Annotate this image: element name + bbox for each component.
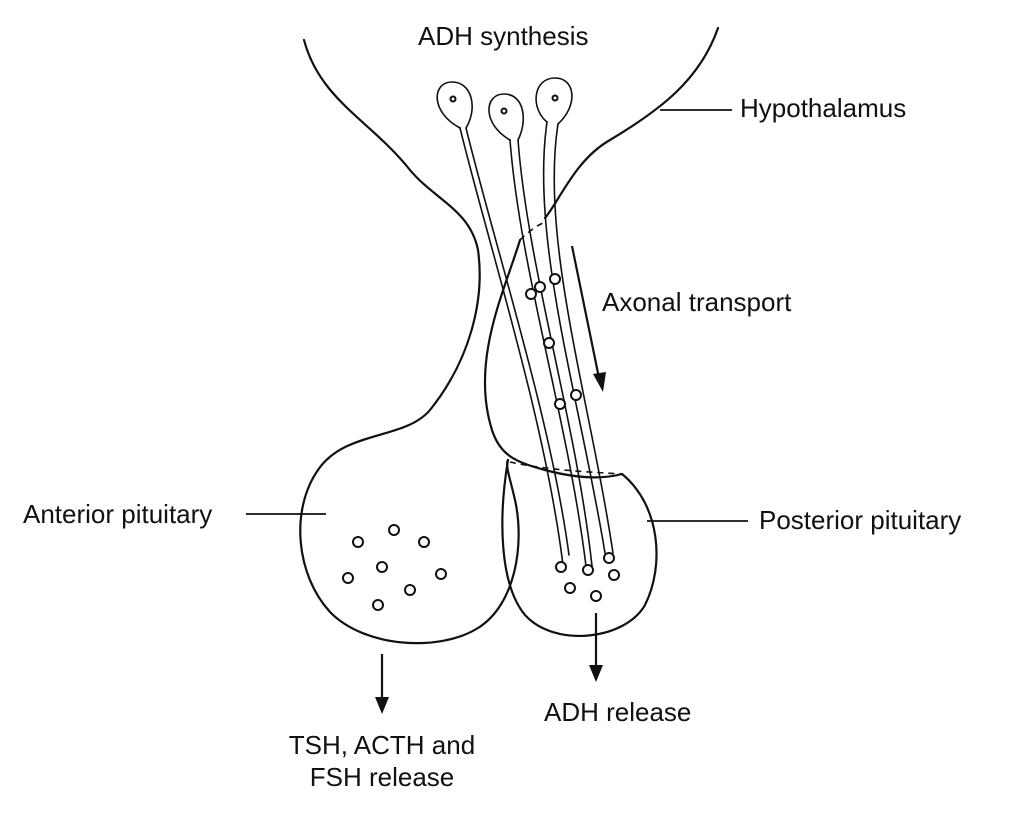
axonal-transport-arrow [570, 245, 601, 379]
neuron-cell-body-2 [488, 93, 525, 141]
nucleus-3 [551, 94, 559, 102]
stalk-dashed-arc [519, 221, 546, 241]
adh-granule [608, 569, 620, 581]
lobe-dashed-boundary [509, 461, 623, 475]
anterior-pituitary-label: Anterior pituitary [23, 499, 213, 529]
nucleus-2 [500, 107, 508, 115]
axon-vesicle [570, 389, 582, 401]
axon-3b [553, 123, 614, 554]
adh-granule [590, 590, 602, 602]
tropic-release-line2: FSH release [309, 762, 455, 792]
tropic-release-line1: TSH, ACTH and [288, 730, 476, 760]
hormone-granule [404, 584, 416, 596]
adh-release-label: ADH release [544, 697, 692, 727]
axon-terminal [555, 561, 567, 573]
axon-2a [509, 139, 587, 567]
adh-synthesis-label: ADH synthesis [418, 21, 589, 51]
axon-1a [459, 127, 564, 566]
adh-release-arrowhead [589, 665, 603, 682]
hormone-granule [435, 568, 447, 580]
axon-3a [542, 121, 606, 554]
axon-vesicle [525, 288, 537, 300]
axonal-transport-arrowhead [593, 372, 606, 392]
hormone-granule [376, 561, 388, 573]
hormone-granule [342, 572, 354, 584]
anterior-pituitary-lobe [299, 458, 520, 645]
hormone-granule [388, 524, 400, 536]
hypothalamus-outline [302, 38, 481, 472]
hormone-granule [418, 536, 430, 548]
posterior-pituitary-lobe [501, 458, 658, 637]
hypothalamus-outline-right [543, 26, 720, 220]
hypothalamus-label: Hypothalamus [740, 93, 907, 123]
axon-vesicle [549, 273, 561, 285]
tropic-release-label: TSH, ACTH and FSH release [282, 729, 482, 793]
hormone-granule [352, 536, 364, 548]
axon-vesicle [554, 398, 566, 410]
hormone-granule [372, 599, 384, 611]
axon-1b [465, 127, 570, 556]
axon-vesicle [534, 281, 546, 293]
adh-granule [564, 582, 576, 594]
tropic-release-arrowhead [375, 697, 389, 714]
axon-vesicle [543, 337, 555, 349]
neuron-cell-body-1 [436, 81, 473, 129]
posterior-pituitary-label: Posterior pituitary [759, 505, 962, 535]
axon-terminal [603, 552, 615, 564]
axonal-transport-label: Axonal transport [602, 287, 792, 317]
nucleus-1 [449, 95, 457, 103]
axon-terminal [582, 564, 594, 576]
neuron-cell-body-3 [535, 77, 573, 125]
stalk-inner-edge [483, 238, 624, 479]
